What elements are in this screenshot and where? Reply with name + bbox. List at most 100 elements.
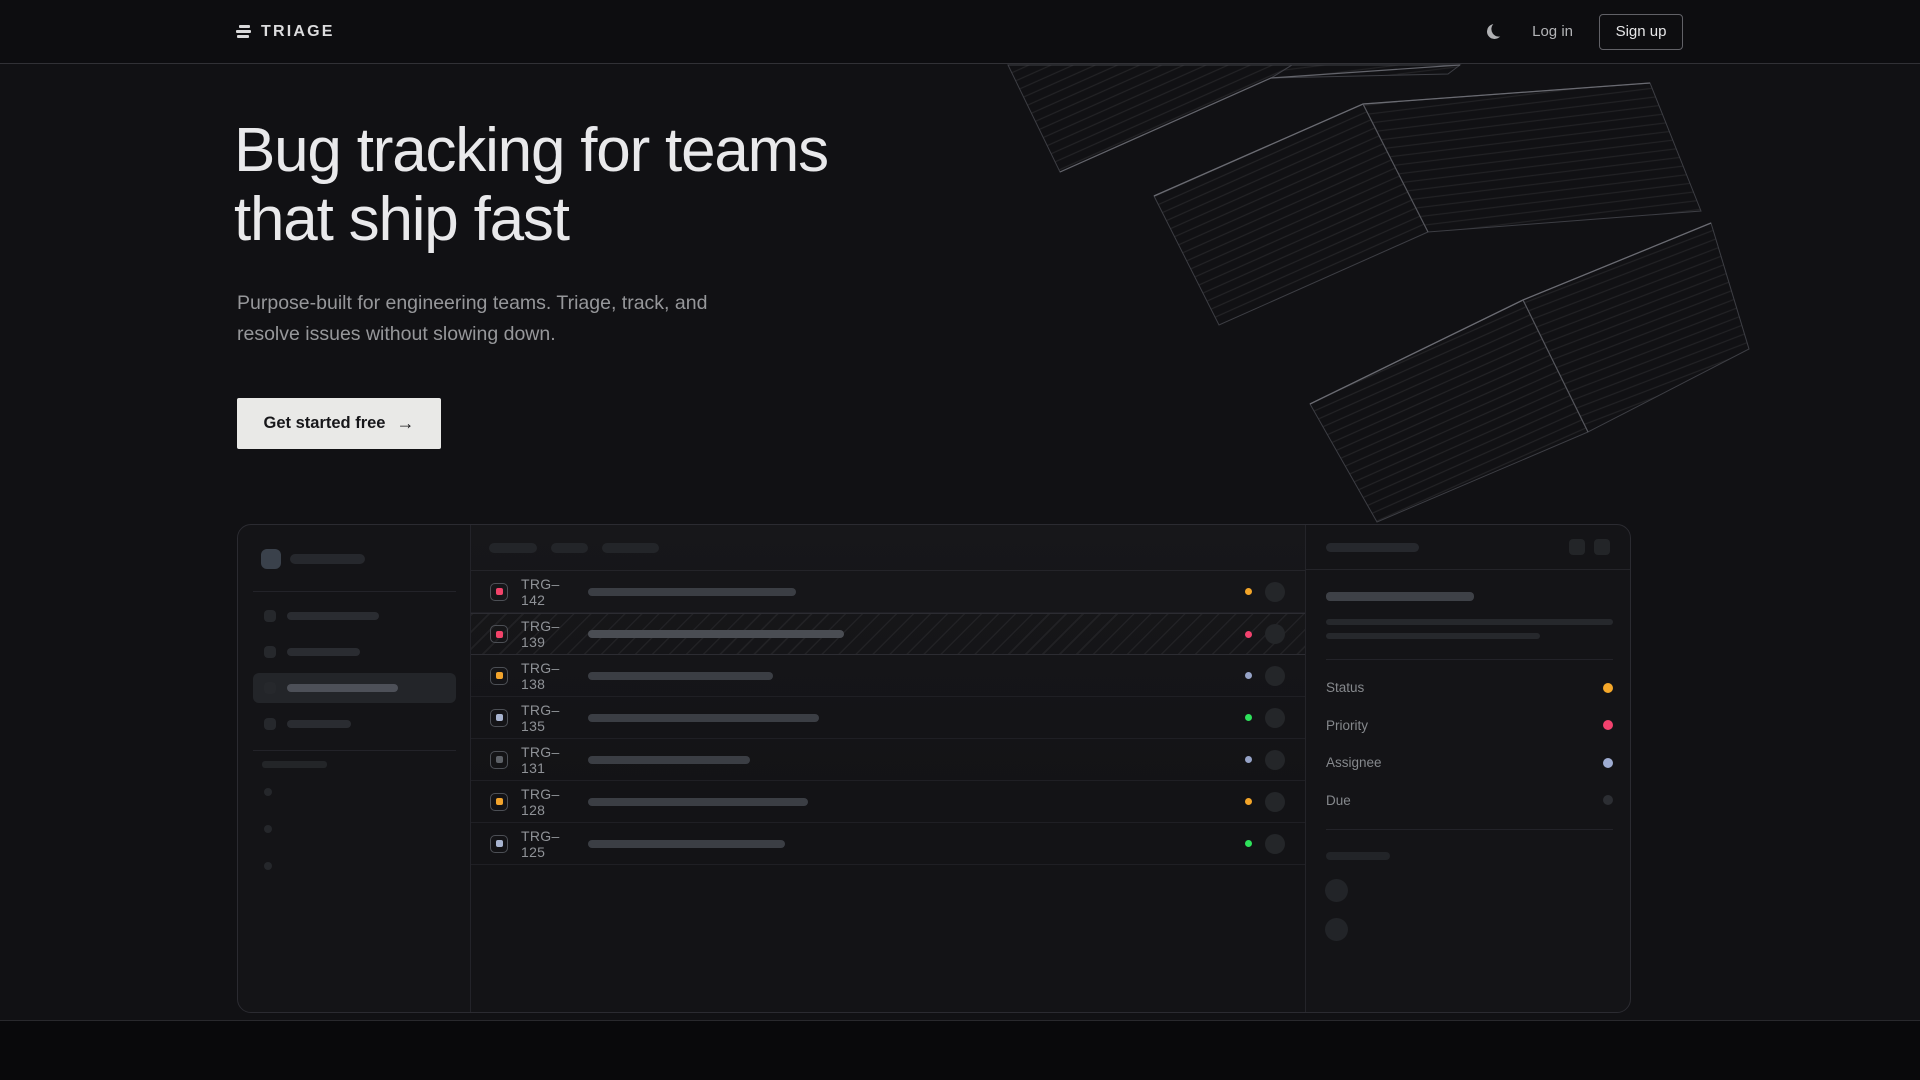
triage-bars-icon xyxy=(236,24,251,39)
issue-status-icon xyxy=(490,708,508,727)
sidebar-item-label-placeholder xyxy=(287,612,379,620)
issue-row[interactable]: TRG–142 xyxy=(471,571,1305,613)
issue-row[interactable]: TRG–128 xyxy=(471,781,1305,823)
issue-list-header xyxy=(471,525,1305,571)
divider xyxy=(1326,829,1613,830)
detail-field-priority[interactable]: Priority xyxy=(1326,707,1613,745)
issue-id: TRG–139 xyxy=(521,618,560,650)
issue-title-placeholder xyxy=(1326,592,1474,601)
wireframe-ribbons-decoration xyxy=(1007,64,1750,523)
sidebar-section-placeholder xyxy=(262,761,327,768)
issue-description-placeholder xyxy=(1326,633,1540,639)
detail-field-assignee[interactable]: Assignee xyxy=(1326,744,1613,782)
issue-row[interactable]: TRG–125 xyxy=(471,823,1305,865)
priority-dot xyxy=(1245,840,1252,847)
get-started-label: Get started free xyxy=(263,414,386,432)
sidebar-item-icon xyxy=(264,646,276,658)
assignee-avatar xyxy=(1265,581,1285,602)
priority-dot xyxy=(1245,798,1252,805)
divider xyxy=(253,591,456,592)
workspace-avatar[interactable] xyxy=(261,549,281,569)
sidebar-item-label-placeholder xyxy=(287,720,351,728)
page-title-line1: Bug tracking for teams xyxy=(234,116,829,185)
list-tab-2[interactable] xyxy=(551,542,588,553)
issue-row[interactable]: TRG–139 xyxy=(471,613,1305,655)
issue-title-placeholder xyxy=(588,587,796,596)
signup-button[interactable]: Sign up xyxy=(1599,13,1683,50)
login-link[interactable]: Log in xyxy=(1532,23,1573,40)
issue-id: TRG–125 xyxy=(521,827,560,860)
issue-title-placeholder xyxy=(588,839,785,848)
moon-icon xyxy=(1486,23,1503,40)
issue-title-placeholder xyxy=(588,797,808,806)
activity-label-placeholder xyxy=(1326,852,1390,860)
assignee-avatar xyxy=(1265,665,1285,686)
sidebar-item-label-placeholder xyxy=(287,684,398,692)
footer xyxy=(0,1020,1920,1080)
sidebar-item-3-active[interactable] xyxy=(253,673,456,703)
hero-subtitle-line1: Purpose-built for engineering teams. Tri… xyxy=(237,292,708,314)
detail-panel-header xyxy=(1306,525,1630,570)
issue-row[interactable]: TRG–138 xyxy=(471,655,1305,697)
sidebar-item-1[interactable] xyxy=(253,601,456,631)
navbar: TRIAGE Log in Sign up xyxy=(0,0,1920,64)
field-label: Status xyxy=(1326,680,1365,696)
priority-dot xyxy=(1245,756,1252,763)
issue-id: TRG–128 xyxy=(521,785,560,818)
assignee-avatar xyxy=(1265,833,1285,854)
arrow-right-icon: → xyxy=(396,413,415,433)
panel-action-button-2[interactable] xyxy=(1594,539,1610,555)
activity-avatar xyxy=(1325,879,1348,902)
page-title: Bug tracking for teams that ship fast xyxy=(234,116,829,254)
sidebar-item-icon xyxy=(264,718,276,730)
hero-subtitle-line2: resolve issues without slowing down. xyxy=(237,322,556,345)
page-title-line2: that ship fast xyxy=(234,185,570,254)
issue-status-icon xyxy=(490,834,508,853)
panel-action-button-1[interactable] xyxy=(1569,539,1585,555)
divider xyxy=(253,750,456,751)
field-label: Assignee xyxy=(1326,755,1382,771)
list-tab-1[interactable] xyxy=(489,542,537,553)
assignee-avatar xyxy=(1265,749,1285,770)
issue-row[interactable]: TRG–135 xyxy=(471,697,1305,739)
list-tab-3[interactable] xyxy=(602,542,659,553)
theme-toggle-button[interactable] xyxy=(1482,20,1506,44)
sidebar-item-4[interactable] xyxy=(253,709,456,739)
issue-status-icon xyxy=(490,582,508,601)
detail-field-due[interactable]: Due xyxy=(1326,782,1613,820)
sidebar-item-label-placeholder xyxy=(287,648,360,656)
sidebar-bullet xyxy=(264,825,272,833)
priority-dot xyxy=(1245,714,1252,721)
sidebar-bullet xyxy=(264,862,272,870)
issue-title-placeholder xyxy=(588,630,844,638)
sidebar-bullet xyxy=(264,788,272,796)
issue-row[interactable]: TRG–131 xyxy=(471,739,1305,781)
assignee-avatar xyxy=(1265,791,1285,812)
field-value-dot xyxy=(1603,682,1613,693)
issue-description-placeholder xyxy=(1326,619,1613,625)
brand-name: TRIAGE xyxy=(261,22,335,40)
hero-subtitle: Purpose-built for engineering teams. Tri… xyxy=(237,288,707,349)
issue-title-placeholder xyxy=(588,713,819,722)
brand-logo[interactable]: TRIAGE xyxy=(236,23,335,41)
detail-field-status[interactable]: Status xyxy=(1326,669,1613,707)
priority-dot xyxy=(1245,588,1252,595)
sidebar-item-icon xyxy=(264,682,276,694)
issue-id: TRG–135 xyxy=(521,701,560,734)
sidebar-item-2[interactable] xyxy=(253,637,456,667)
priority-dot xyxy=(1245,630,1252,638)
divider xyxy=(1326,659,1613,660)
issue-title-placeholder xyxy=(588,755,750,764)
issue-id: TRG–142 xyxy=(521,575,560,608)
issue-status-icon xyxy=(490,792,508,811)
issue-status-icon xyxy=(490,625,508,643)
field-label: Due xyxy=(1326,792,1351,808)
assignee-avatar xyxy=(1265,624,1285,644)
navbar-actions: Log in Sign up xyxy=(1482,13,1683,50)
sidebar-item-icon xyxy=(264,610,276,622)
get-started-button[interactable]: Get started free → xyxy=(237,398,441,449)
